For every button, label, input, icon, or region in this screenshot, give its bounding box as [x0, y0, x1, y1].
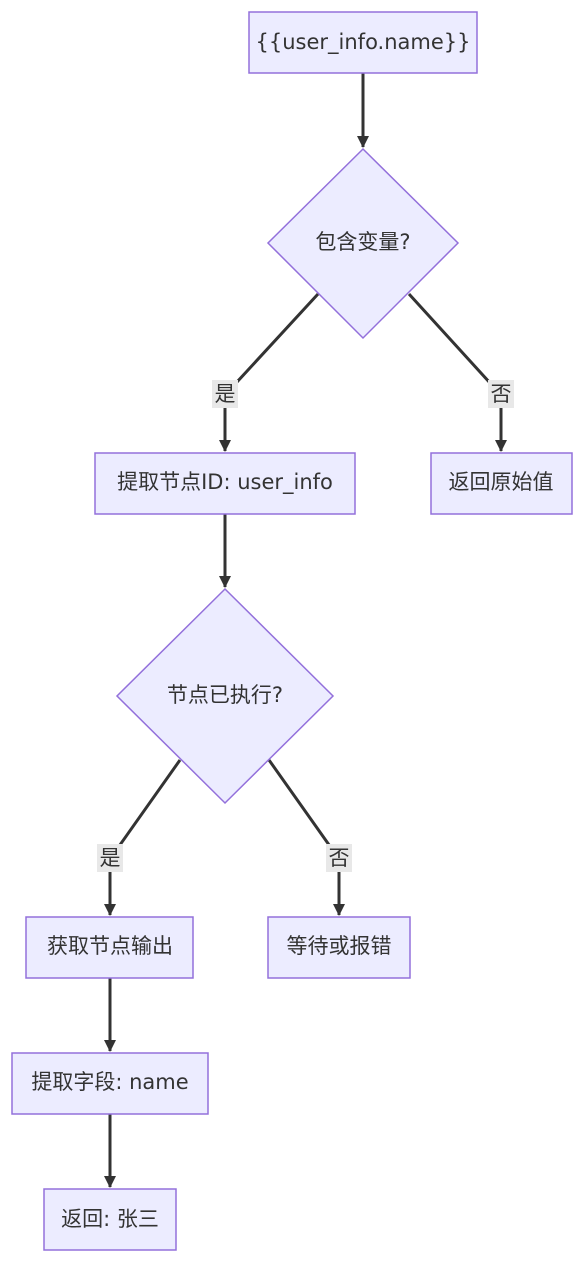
edge-label-has-variable-no: 否	[491, 382, 512, 406]
edge-label-executed-yes: 是	[100, 846, 121, 870]
node-wait-or-error-label: 等待或报错	[287, 934, 392, 958]
node-get-node-output-label: 获取节点输出	[47, 934, 173, 958]
node-return-value-label: 返回: 张三	[61, 1207, 159, 1231]
node-has-variable-label: 包含变量?	[315, 230, 410, 254]
edge-executed-no	[267, 759, 345, 916]
node-start-label: {{user_info.name}}	[256, 30, 471, 55]
node-node-executed: 节点已执行?	[115, 587, 335, 805]
node-start: {{user_info.name}}	[248, 11, 478, 74]
edge-label-bg-executed-yes	[97, 844, 123, 872]
edge-label-executed-no: 否	[329, 846, 350, 870]
edge-executed-yes	[104, 759, 182, 916]
node-return-original: 返回原始值	[430, 452, 573, 515]
edge-label-bg-has-variable-no	[488, 380, 514, 408]
edge-has-variable-yes	[219, 292, 320, 452]
nodes: {{user_info.name}} 包含变量? 提取节点ID: user_in…	[11, 11, 573, 1251]
node-extract-node-id-label: 提取节点ID: user_info	[117, 470, 333, 495]
edge-has-variable-no	[407, 292, 507, 452]
node-node-executed-label: 节点已执行?	[167, 683, 283, 707]
edge-label-bg-has-variable-yes	[212, 380, 238, 408]
node-return-original-label: 返回原始值	[449, 470, 554, 494]
node-extract-field: 提取字段: name	[11, 1052, 209, 1115]
node-extract-node-id: 提取节点ID: user_info	[94, 452, 356, 515]
edge-label-has-variable-yes: 是	[215, 382, 236, 406]
edge-label-bg-executed-no	[326, 844, 352, 872]
node-extract-field-label: 提取字段: name	[31, 1070, 188, 1094]
node-wait-or-error: 等待或报错	[267, 916, 411, 979]
node-return-value: 返回: 张三	[43, 1188, 177, 1251]
node-has-variable: 包含变量?	[266, 147, 460, 340]
node-get-node-output: 获取节点输出	[25, 916, 194, 979]
edge-labels: 是 否 是 否	[97, 380, 514, 872]
